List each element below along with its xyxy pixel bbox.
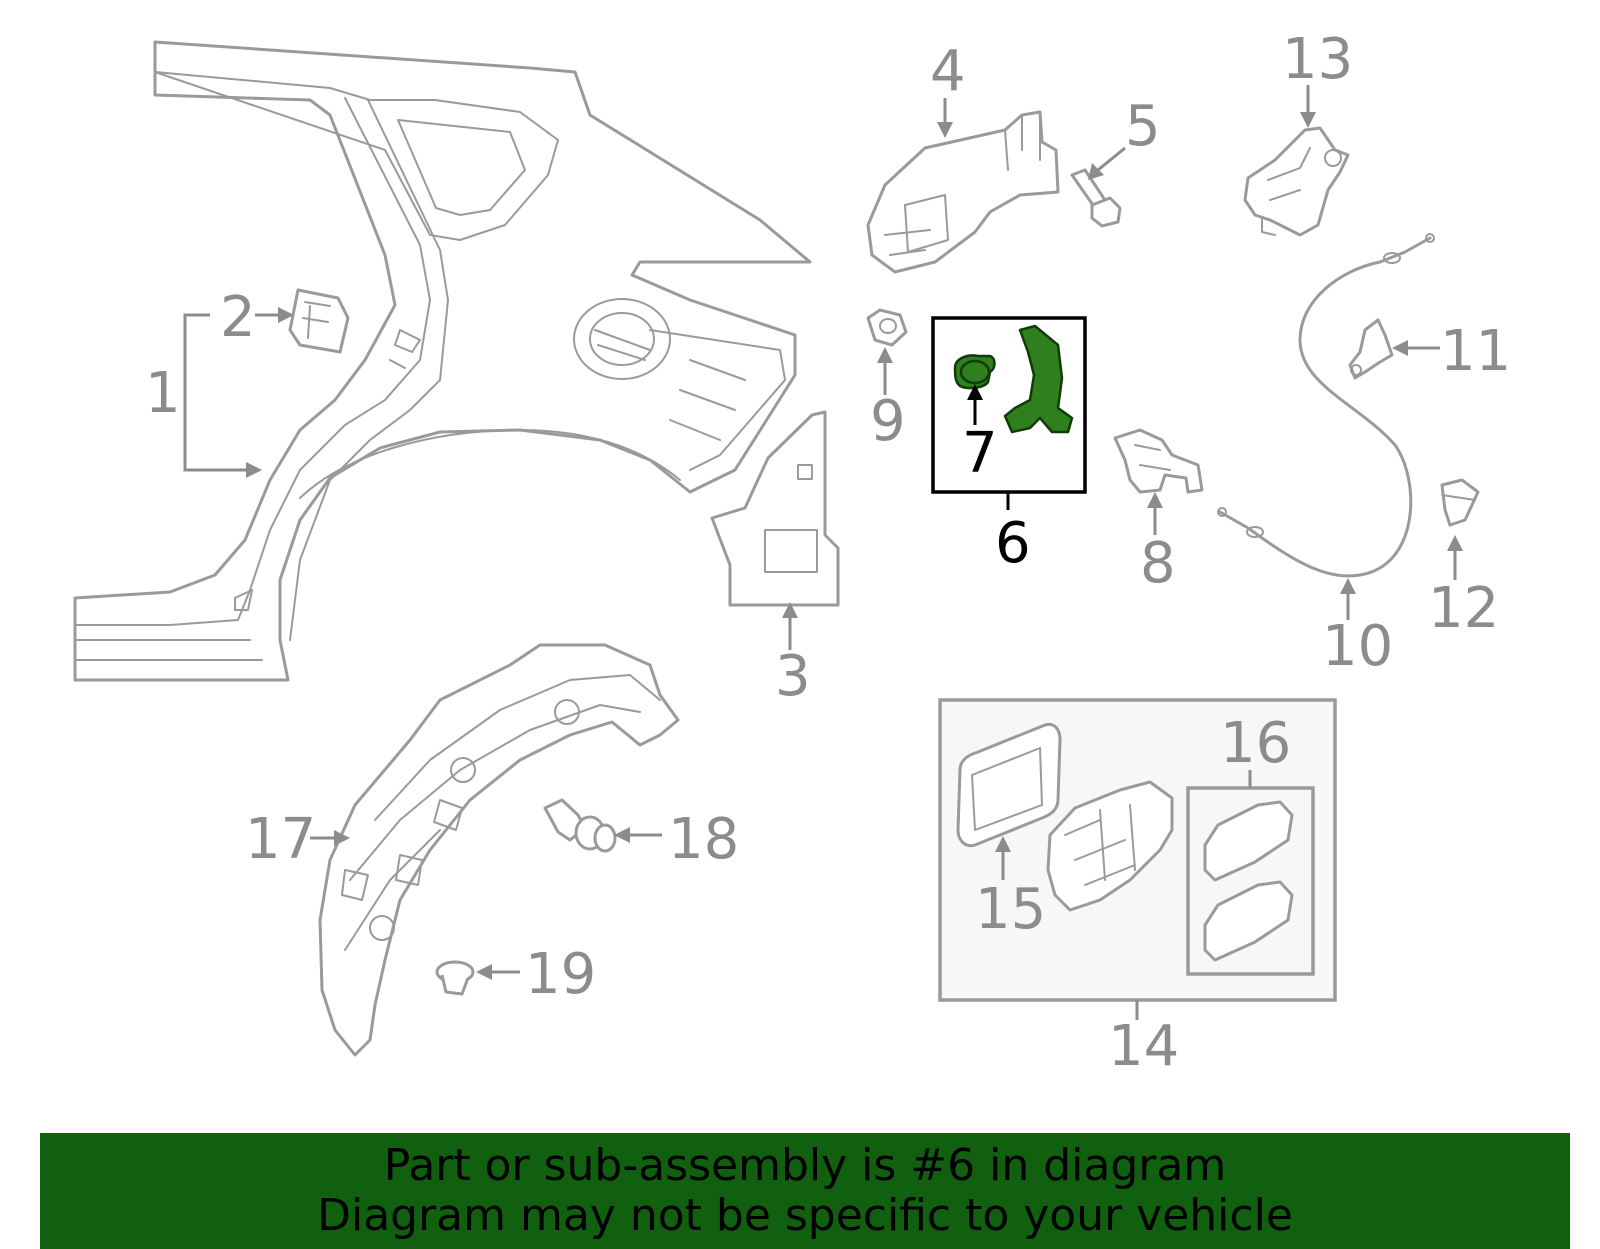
callout-3[interactable]: 3 [775, 644, 811, 709]
part-5-bolt[interactable] [1070, 168, 1122, 228]
callout-16[interactable]: 16 [1220, 711, 1291, 776]
part-6-bracket [1003, 324, 1074, 434]
part-15-seal [956, 722, 1062, 848]
part-18-push-clip[interactable] [543, 798, 617, 853]
part-6-highlight-box[interactable] [931, 316, 1087, 494]
callout-13[interactable]: 13 [1282, 27, 1353, 92]
part-16-sub-box[interactable] [1186, 786, 1315, 976]
callout-5[interactable]: 5 [1125, 94, 1161, 159]
callout-labels: 1 2 3 4 5 6 7 8 9 10 11 12 13 14 15 16 1… [145, 27, 1511, 1079]
part-9-nut[interactable] [866, 308, 908, 347]
part-19-nut[interactable] [435, 960, 475, 996]
part-13-actuator[interactable] [1243, 126, 1350, 237]
callout-12[interactable]: 12 [1428, 576, 1499, 641]
part-11-clip[interactable] [1348, 318, 1394, 380]
callout-6[interactable]: 6 [995, 511, 1031, 576]
part-3-bracket[interactable] [710, 410, 840, 607]
callout-7[interactable]: 7 [962, 421, 998, 486]
info-banner: Part or sub-assembly is #6 in diagram Di… [40, 1133, 1570, 1249]
part-1-quarter-panel[interactable] [73, 40, 812, 682]
callout-10[interactable]: 10 [1322, 614, 1393, 679]
callout-17[interactable]: 17 [245, 807, 316, 872]
part-4-fuel-door-housing[interactable] [866, 110, 1060, 274]
callout-9[interactable]: 9 [870, 389, 906, 454]
part-12-push-clip[interactable] [1440, 478, 1480, 527]
banner-line-1: Part or sub-assembly is #6 in diagram [383, 1140, 1227, 1191]
part-2-plug[interactable] [288, 288, 350, 354]
part-8-fuel-lid-lock[interactable] [1113, 428, 1204, 494]
callout-18[interactable]: 18 [668, 807, 739, 872]
callout-15[interactable]: 15 [975, 877, 1046, 942]
callout-2[interactable]: 2 [220, 285, 256, 350]
parts-diagram: 1 2 3 4 5 6 7 8 9 10 11 12 13 14 15 16 1… [73, 27, 1511, 1079]
banner-line-2: Diagram may not be specific to your vehi… [317, 1190, 1293, 1241]
callout-19[interactable]: 19 [525, 942, 596, 1007]
callout-14[interactable]: 14 [1108, 1014, 1179, 1079]
callout-11[interactable]: 11 [1440, 319, 1511, 384]
callout-4[interactable]: 4 [930, 39, 966, 104]
part-10-release-cable[interactable] [1217, 233, 1435, 578]
leader-lines [183, 85, 1463, 1020]
callout-1[interactable]: 1 [145, 361, 181, 426]
callout-8[interactable]: 8 [1140, 531, 1176, 596]
part-17-wheelhouse-liner[interactable] [318, 643, 680, 1057]
